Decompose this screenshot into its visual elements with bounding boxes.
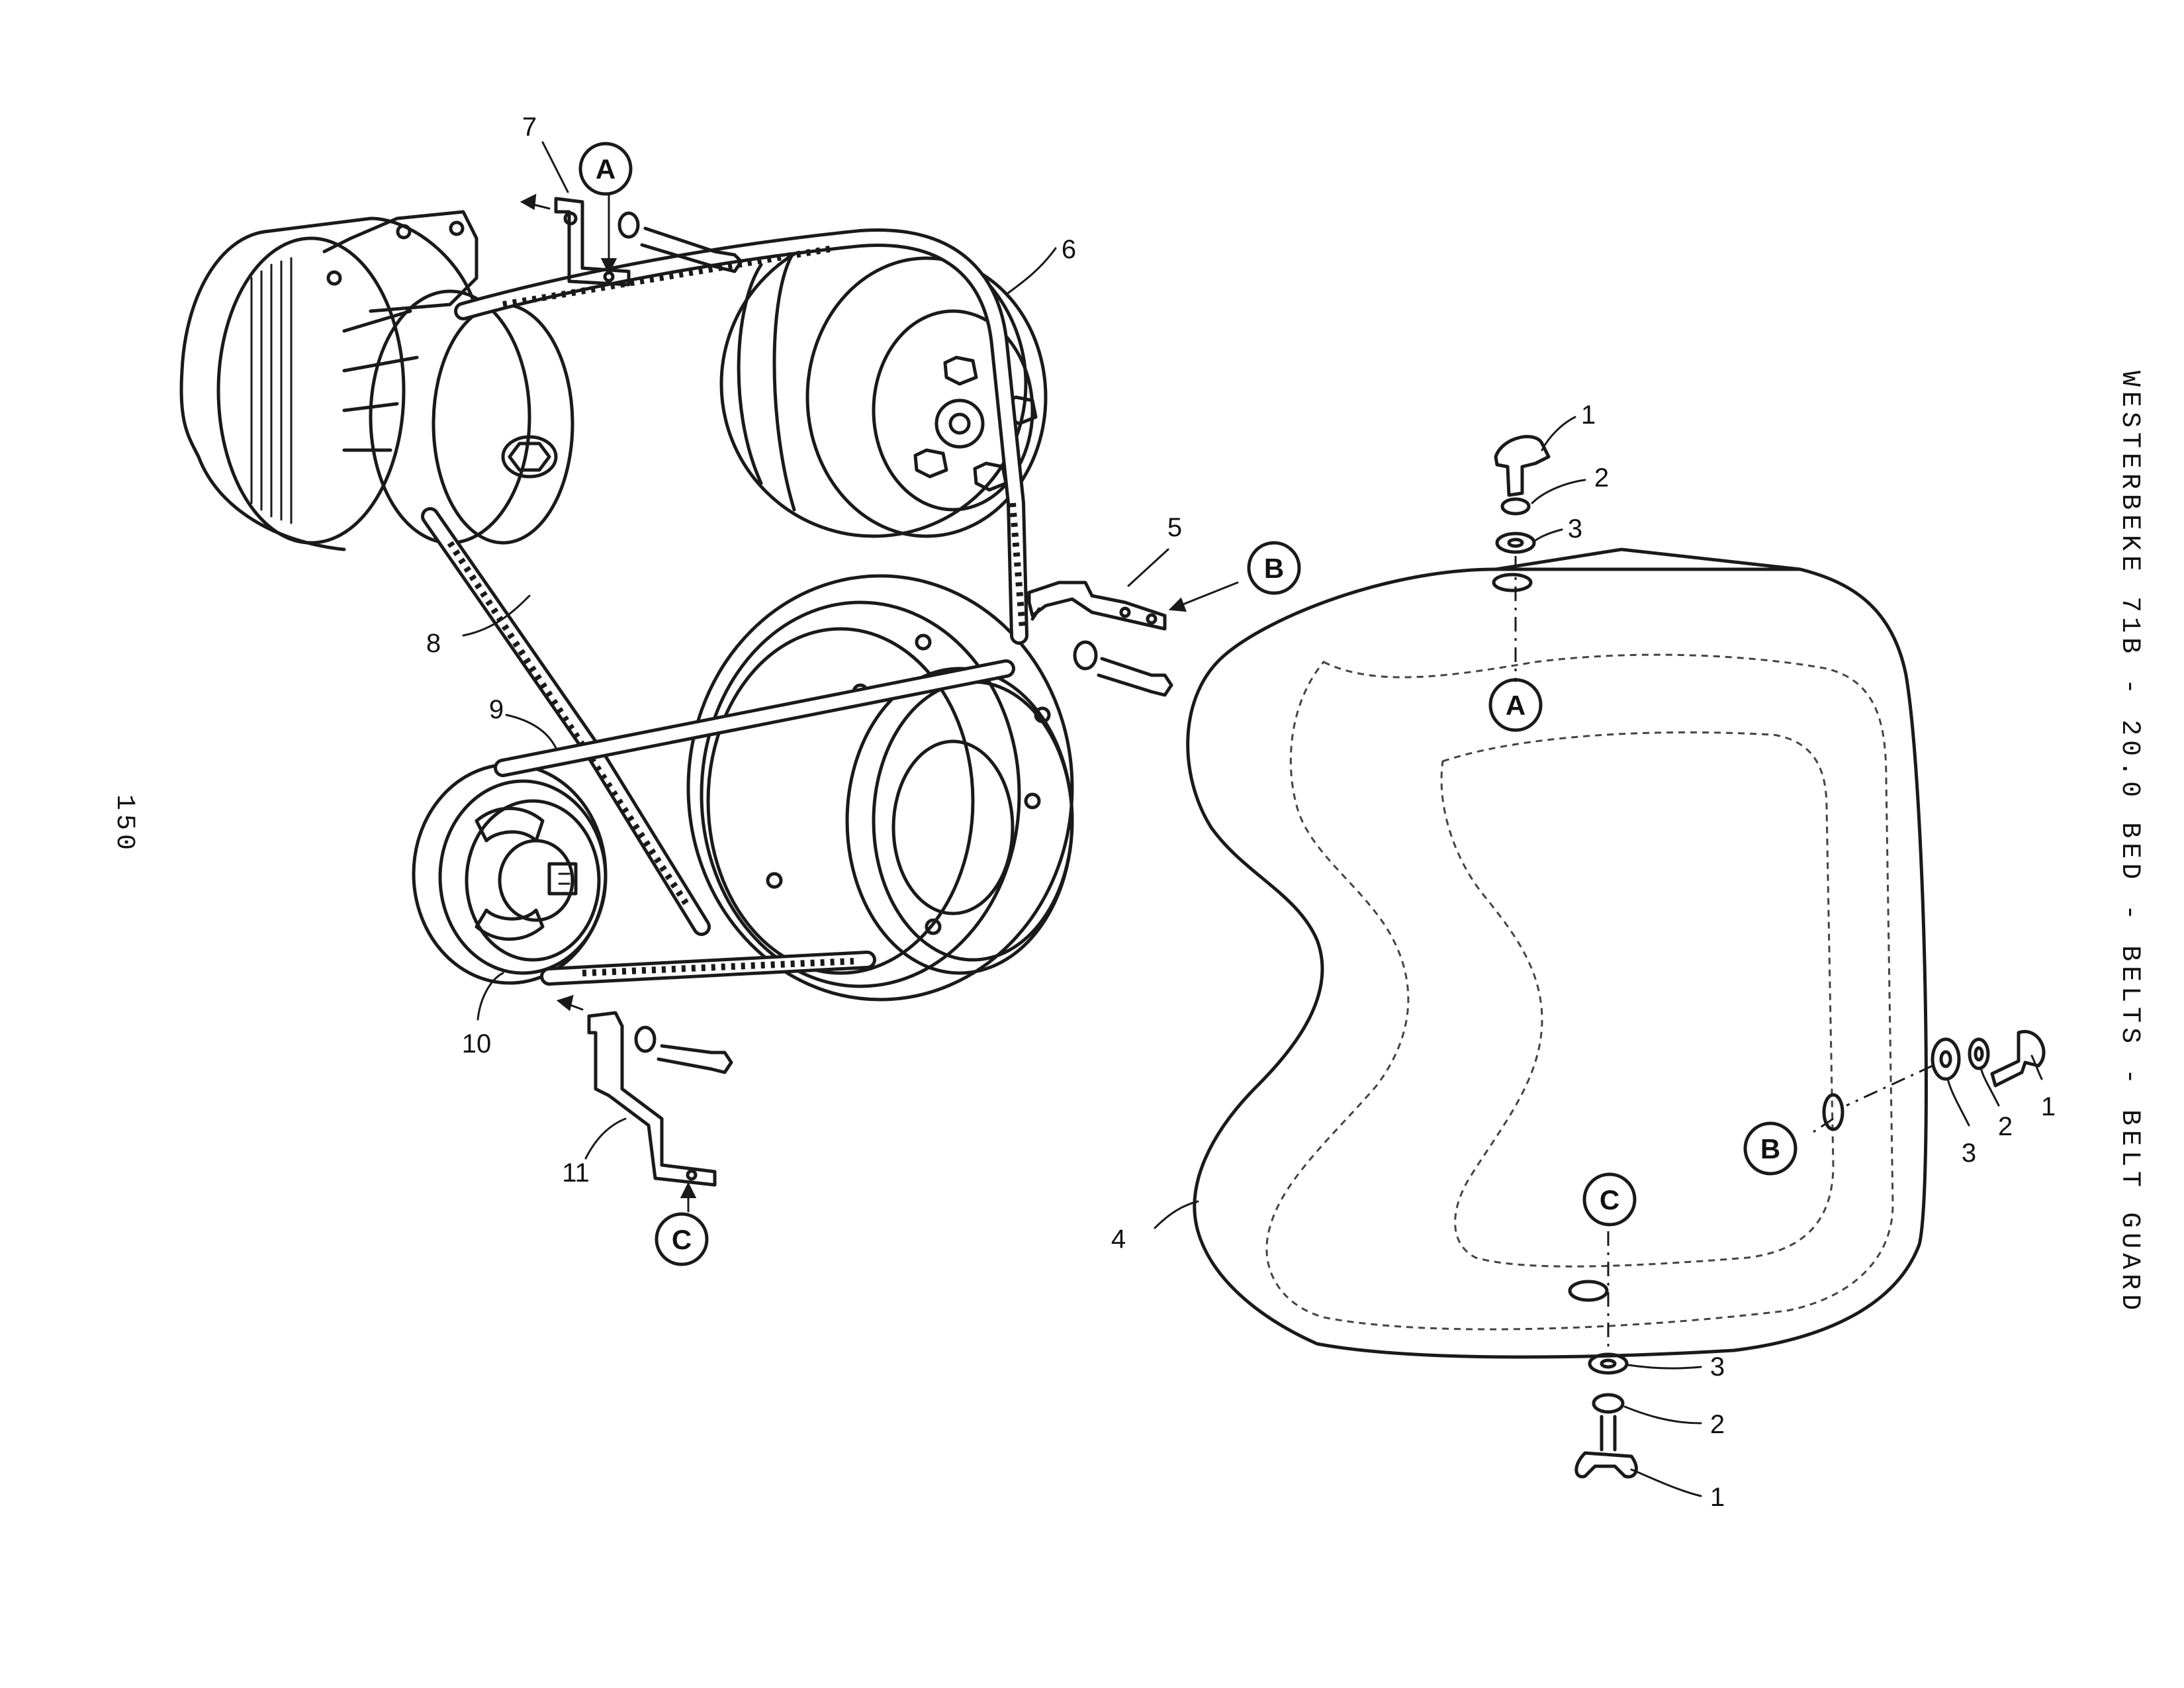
callout-1-bottom: 1 [1710,1483,1725,1512]
callout-4: 4 [1111,1225,1126,1254]
callout-10: 10 [462,1029,492,1058]
callout-6: 6 [1062,235,1076,264]
water-pump-pulley [719,230,1048,538]
alternator [179,210,574,551]
marker-c-guard: C [1582,1172,1637,1227]
callout-3-bottom: 3 [1710,1352,1725,1382]
callout-2-top: 2 [1594,463,1609,492]
marker-a-bracket: A [578,142,633,196]
bracket-5 [1027,581,1239,697]
hardware-top [1494,435,1551,682]
small-pulley [412,763,608,985]
callout-3-right: 3 [1962,1139,1976,1168]
callout-9: 9 [489,695,504,724]
marker-b-bracket: B [1247,541,1301,595]
svg-text:B: B [1264,553,1284,584]
callout-11: 11 [562,1158,590,1188]
belt-alternator-water-pump [454,228,1028,645]
belt-guard [1186,547,1928,1359]
svg-text:A: A [596,154,615,185]
callout-3-top: 3 [1568,514,1582,543]
svg-text:A: A [1506,690,1525,721]
bracket-11 [556,995,733,1213]
hardware-right [1813,1029,2046,1133]
page-number: 150 [109,794,139,855]
callout-5: 5 [1167,513,1182,542]
marker-a-guard: A [1488,678,1543,732]
side-title: WESTERBEKE 71B - 20.0 BED - BELTS - BELT… [2115,371,2144,1315]
belt-crank-small-pulley [494,659,1015,986]
callout-7: 7 [522,113,537,142]
callout-2-bottom: 2 [1710,1410,1725,1439]
leader-lines [462,141,2043,1497]
marker-b-guard: B [1743,1121,1797,1176]
callout-8: 8 [426,629,441,658]
marker-c-bracket: C [655,1212,709,1266]
callout-1-top: 1 [1581,400,1596,430]
hardware-bottom [1574,1231,1638,1479]
svg-text:B: B [1760,1133,1780,1164]
bracket-7 [520,193,743,287]
svg-text:C: C [672,1224,692,1255]
callout-numbers: 7 6 5 8 9 10 11 4 1 2 3 1 2 3 3 2 1 [426,113,2056,1512]
callout-2-right: 2 [1998,1112,2013,1141]
svg-text:C: C [1600,1184,1619,1215]
alternator-cooling-fins [250,257,293,524]
callout-1-right: 1 [2041,1092,2056,1121]
